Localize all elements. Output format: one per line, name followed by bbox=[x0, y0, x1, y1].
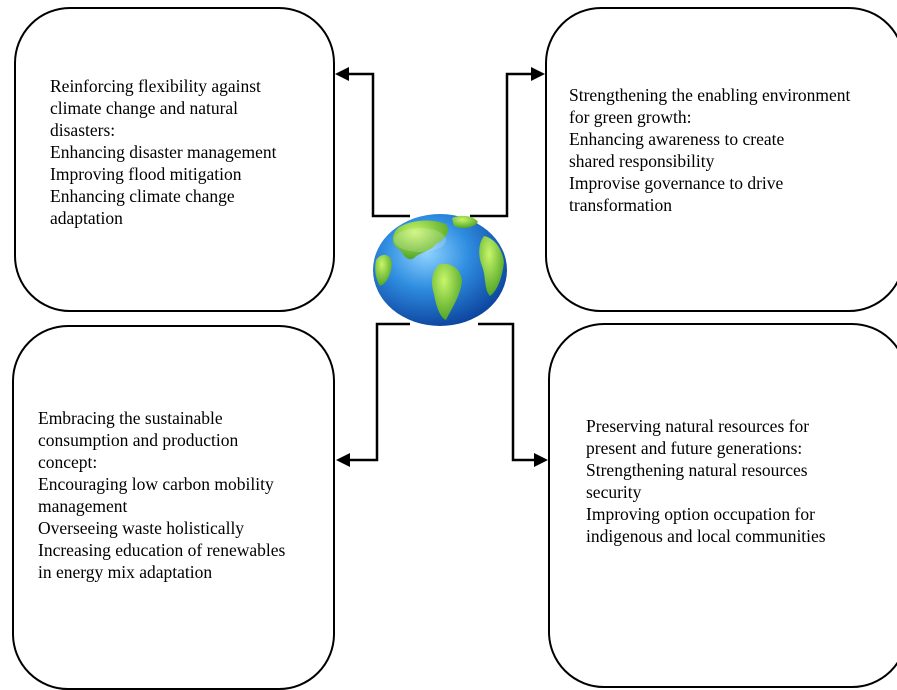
arrow-to-top-left bbox=[335, 67, 410, 218]
box-bottom-right-heading: present and future generations: bbox=[586, 438, 803, 458]
box-top-left-heading: Reinforcing flexibility against bbox=[50, 76, 261, 96]
box-top-right-item: transformation bbox=[569, 195, 673, 215]
box-bottom-right-item: indigenous and local communities bbox=[586, 526, 826, 546]
box-bottom-left-text: Embracing the sustainable consumption an… bbox=[38, 407, 328, 583]
box-bottom-right: Preserving natural resources for present… bbox=[548, 323, 897, 688]
arrow-to-bottom-right bbox=[478, 322, 548, 467]
box-bottom-left-item: Increasing education of renewables bbox=[38, 540, 286, 560]
box-bottom-right-item: Improving option occupation for bbox=[586, 504, 815, 524]
box-bottom-left-item: Encouraging low carbon mobility bbox=[38, 474, 274, 494]
box-top-left-text: Reinforcing flexibility against climate … bbox=[50, 75, 330, 229]
globe-icon bbox=[373, 214, 507, 326]
box-top-left-heading: disasters: bbox=[50, 120, 116, 140]
box-bottom-left-item: in energy mix adaptation bbox=[38, 562, 213, 582]
box-top-left-heading: climate change and natural bbox=[50, 98, 239, 118]
box-top-right-heading: Strengthening the enabling environment bbox=[569, 85, 851, 105]
box-bottom-left-heading: concept: bbox=[38, 452, 98, 472]
box-bottom-right-text: Preserving natural resources for present… bbox=[586, 415, 897, 547]
box-bottom-left-heading: consumption and production bbox=[38, 430, 239, 450]
box-top-left-item: adaptation bbox=[50, 208, 123, 228]
box-bottom-left-heading: Embracing the sustainable bbox=[38, 408, 223, 428]
box-top-left-item: Enhancing climate change bbox=[50, 186, 235, 206]
arrow-to-bottom-left bbox=[336, 322, 410, 467]
box-bottom-left: Embracing the sustainable consumption an… bbox=[12, 325, 335, 690]
box-bottom-right-heading: Preserving natural resources for bbox=[586, 416, 810, 436]
box-top-right-item: Improvise governance to drive bbox=[569, 173, 784, 193]
box-bottom-left-item: management bbox=[38, 496, 128, 516]
box-top-right: Strengthening the enabling environment f… bbox=[545, 7, 897, 312]
arrow-to-top-right bbox=[470, 67, 545, 218]
box-top-right-heading: for green growth: bbox=[569, 107, 692, 127]
box-top-left-item: Enhancing disaster management bbox=[50, 142, 277, 162]
box-top-left-item: Improving flood mitigation bbox=[50, 164, 242, 184]
box-top-right-item: Enhancing awareness to create bbox=[569, 129, 785, 149]
box-top-right-text: Strengthening the enabling environment f… bbox=[569, 84, 897, 216]
box-top-left: Reinforcing flexibility against climate … bbox=[14, 7, 335, 312]
box-bottom-left-item: Overseeing waste holistically bbox=[38, 518, 245, 538]
box-bottom-right-item: security bbox=[586, 482, 642, 502]
box-top-right-item: shared responsibility bbox=[569, 151, 715, 171]
box-bottom-right-item: Strengthening natural resources bbox=[586, 460, 808, 480]
